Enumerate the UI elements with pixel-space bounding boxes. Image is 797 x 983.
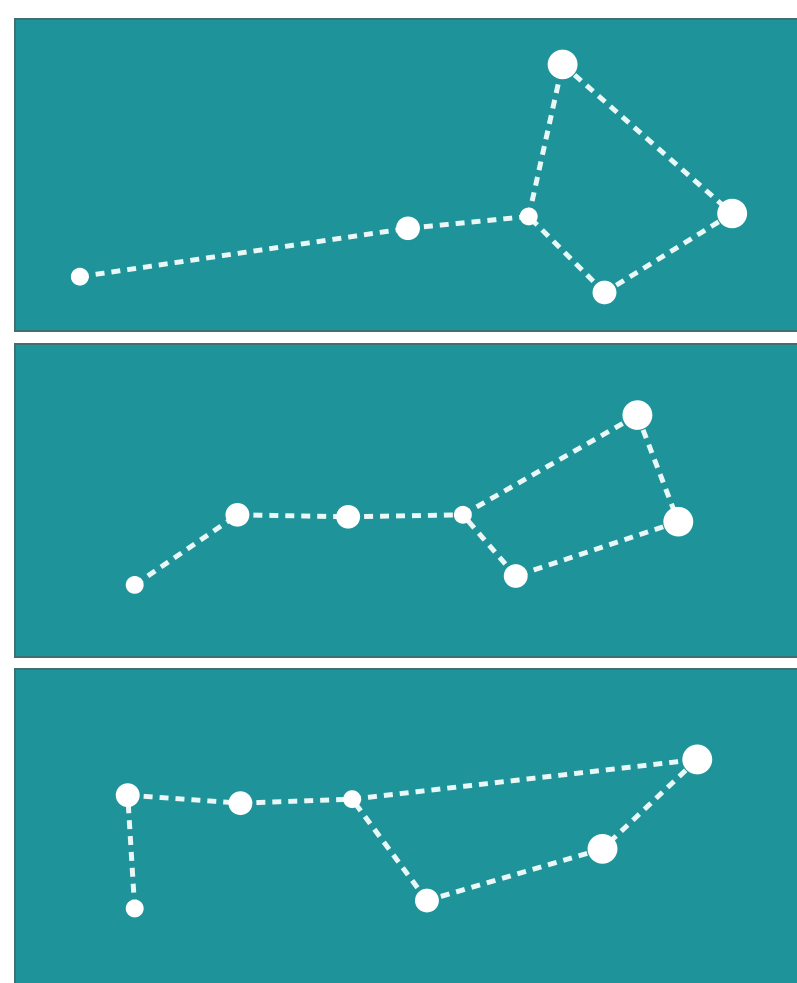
constellation-line-bottom-junction: [350, 797, 429, 902]
constellation-diagram-2: [16, 345, 797, 656]
constellation-panel-2: [14, 343, 797, 658]
star-tail: [125, 899, 144, 918]
star-star-3: [336, 504, 361, 529]
star-corner: [115, 783, 140, 808]
constellation-line-star-2-junction: [407, 214, 529, 231]
constellation-line-junction-top: [461, 412, 639, 517]
star-star-2: [396, 216, 420, 241]
star-right: [717, 198, 748, 229]
constellation-line-top-right: [560, 62, 734, 216]
constellation-diagram-3: [16, 670, 797, 983]
constellation-panel-1: [14, 18, 797, 332]
constellation-line-junction-top: [526, 63, 566, 217]
constellation-line-tail-star-2: [79, 225, 409, 280]
constellation-panel-3: [14, 668, 797, 983]
star-tail: [70, 267, 89, 286]
constellation-diagram-1: [16, 20, 797, 330]
star-top: [622, 400, 653, 430]
constellation-line-top-right: [600, 757, 699, 851]
constellation-line-junction-top: [351, 756, 698, 802]
constellation-line-top-right: [635, 414, 681, 523]
star-right: [663, 506, 694, 537]
star-star-3: [228, 791, 253, 816]
star-star-2: [225, 502, 250, 527]
star-junction: [519, 207, 538, 226]
panel-background: [16, 670, 797, 983]
constellation-line-tail-corner: [125, 795, 138, 909]
star-bottom: [592, 280, 617, 305]
star-tail: [125, 576, 144, 594]
constellation-line-right-bottom: [514, 519, 680, 579]
constellation-line-star-2-star-3: [237, 512, 349, 520]
star-right: [587, 833, 618, 864]
constellation-line-tail-star-2: [133, 512, 239, 587]
constellation-line-corner-star-3: [127, 792, 241, 806]
constellation-line-bottom-junction: [526, 214, 607, 295]
star-bottom: [503, 564, 528, 588]
star-top: [682, 744, 713, 775]
star-bottom: [414, 888, 439, 913]
constellation-line-star-3-junction: [240, 796, 353, 806]
constellation-line-right-bottom: [426, 846, 604, 903]
constellation-line-bottom-junction: [460, 513, 518, 578]
star-junction: [453, 505, 472, 524]
panel-background: [16, 345, 797, 656]
star-junction: [343, 790, 362, 809]
star-top: [547, 49, 578, 80]
panel-background: [16, 20, 797, 330]
constellation-line-star-3-junction: [348, 512, 463, 520]
